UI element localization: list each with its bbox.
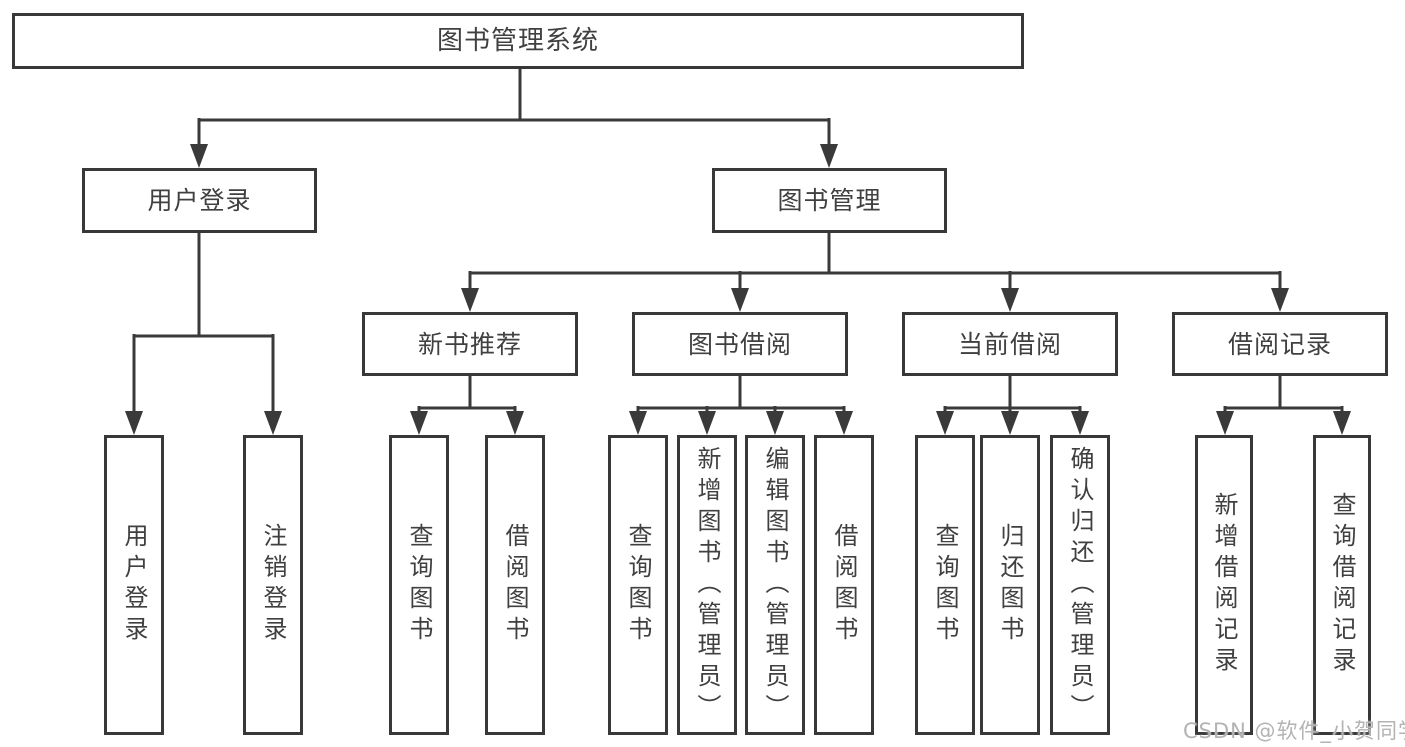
node-label: 查询图书: [405, 523, 433, 647]
node-label: 归还图书: [996, 523, 1024, 647]
node-label: 编辑图书（管理员）: [761, 445, 789, 725]
node-label: 查询图书: [931, 523, 959, 647]
node-cb-return-books: 归还图书: [980, 435, 1040, 735]
node-label: 新增借阅记录: [1210, 492, 1238, 678]
node-label: 借阅图书: [501, 523, 529, 647]
node-bb-edit-books-admin: 编辑图书（管理员）: [745, 435, 805, 735]
node-user-login-leaf: 用户登录: [104, 435, 164, 735]
node-label: 图书管理系统: [436, 26, 599, 56]
node-user-login: 用户登录: [82, 168, 317, 233]
node-label: 新书推荐: [417, 329, 522, 359]
node-label: 注销登录: [259, 523, 287, 647]
watermark-csdn: CSDN @软件_小贺同学: [1183, 719, 1405, 743]
node-label: 查询图书: [624, 523, 652, 647]
node-cb-query-books: 查询图书: [915, 435, 975, 735]
node-logout: 注销登录: [243, 435, 303, 735]
node-new-book-recommend: 新书推荐: [362, 312, 578, 376]
node-label: 图书借阅: [687, 329, 792, 359]
node-borrowing-records: 借阅记录: [1172, 312, 1388, 376]
node-label: 用户登录: [120, 523, 148, 647]
node-library-system: 图书管理系统: [12, 13, 1024, 69]
node-label: 确认归还（管理员）: [1066, 445, 1094, 725]
node-label: 当前借阅: [957, 329, 1062, 359]
node-current-borrowing: 当前借阅: [902, 312, 1118, 376]
node-book-borrowing: 图书借阅: [632, 312, 848, 376]
node-br-query-record: 查询借阅记录: [1313, 435, 1371, 735]
node-label: 借阅图书: [830, 523, 858, 647]
node-cb-confirm-return-admin: 确认归还（管理员）: [1050, 435, 1110, 735]
node-label: 图书管理: [777, 186, 882, 215]
node-label: 借阅记录: [1227, 329, 1332, 359]
node-nbr-borrow-books: 借阅图书: [485, 435, 545, 735]
node-bb-add-books-admin: 新增图书（管理员）: [677, 435, 737, 735]
node-book-management: 图书管理: [712, 168, 947, 233]
node-label: 新增图书（管理员）: [693, 445, 721, 725]
node-label: 查询借阅记录: [1328, 492, 1356, 678]
node-label: 用户登录: [147, 186, 252, 215]
node-bb-query-books: 查询图书: [608, 435, 668, 735]
node-br-add-record: 新增借阅记录: [1195, 435, 1253, 735]
node-nbr-query-books: 查询图书: [389, 435, 449, 735]
node-bb-borrow-books: 借阅图书: [814, 435, 874, 735]
